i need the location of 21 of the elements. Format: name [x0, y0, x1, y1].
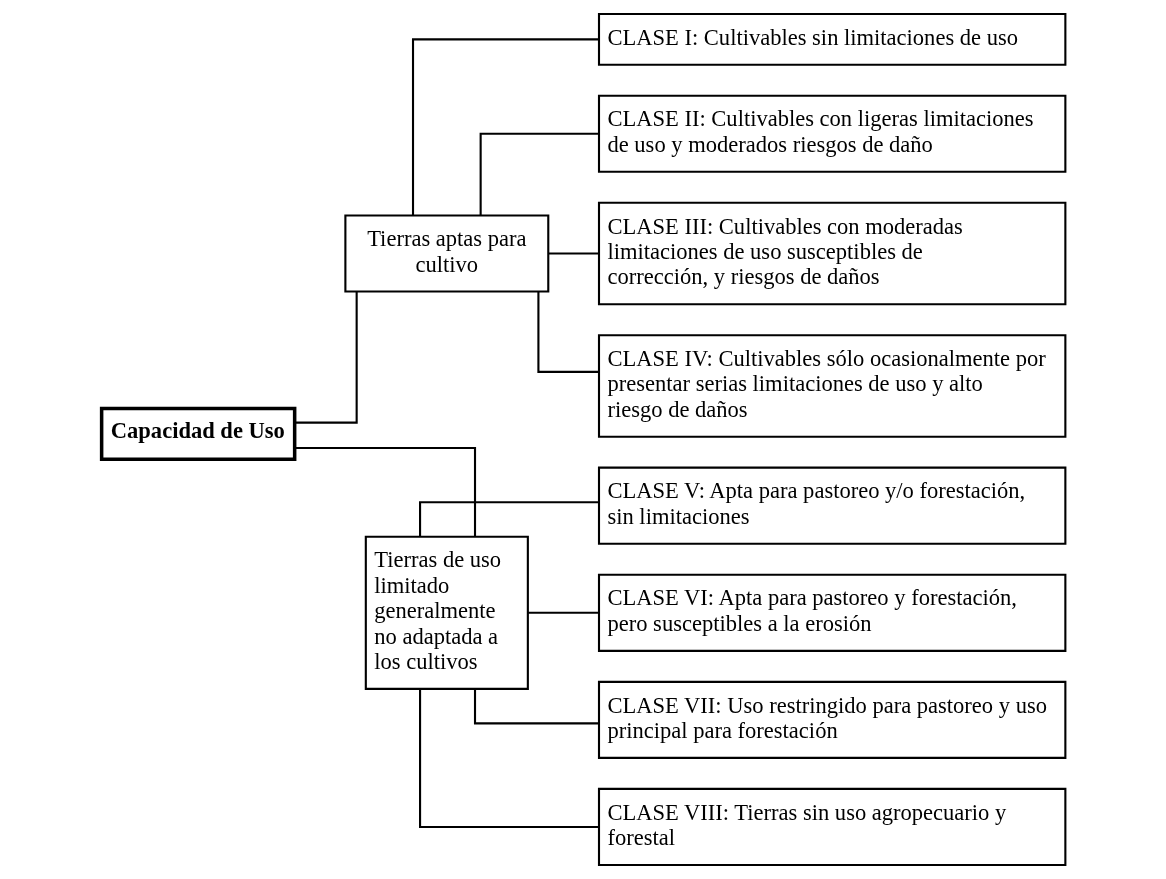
node-box: CLASE V: Apta para pastoreo y/o forestación, sin limitaciones: [597, 466, 1066, 545]
connector: [548, 252, 599, 255]
node-box: CLASE VI: Apta para pastoreo y forestación, pero susceptibles a la erosión: [597, 573, 1066, 652]
node-box: CLASE III: Cultivables con moderadas limitaciones de uso susceptibles de corrección, y riesgos de daños: [597, 201, 1066, 306]
node-box: CLASE IV: Cultivables sólo ocasionalmente por presentar serias limitaciones de uso y alto riesgo de daños: [597, 334, 1066, 438]
node-box: CLASE VIII: Tierras sin uso agropecuario y forestal: [597, 787, 1066, 867]
connector: [479, 132, 599, 215]
connector: [294, 446, 476, 537]
node-box: Capacidad de Uso: [99, 406, 296, 461]
node-box: CLASE II: Cultivables con ligeras limitaciones de uso y moderados riesgos de daño: [597, 94, 1066, 173]
connector: [418, 688, 598, 828]
node-box: CLASE VII: Uso restringido para pastoreo y uso principal para forestación: [597, 680, 1066, 759]
connector: [294, 291, 358, 424]
connector: [473, 689, 599, 725]
node-box: CLASE I: Cultivables sin limitaciones de uso: [597, 12, 1066, 66]
connector: [536, 291, 599, 373]
connector: [418, 501, 598, 537]
connector: [527, 611, 599, 614]
connector: [411, 38, 599, 216]
node-box: Tierras aptas para cultivo: [343, 214, 549, 293]
node-box: Tierras de uso limitado generalmente no adaptada a los cultivos: [364, 535, 529, 690]
